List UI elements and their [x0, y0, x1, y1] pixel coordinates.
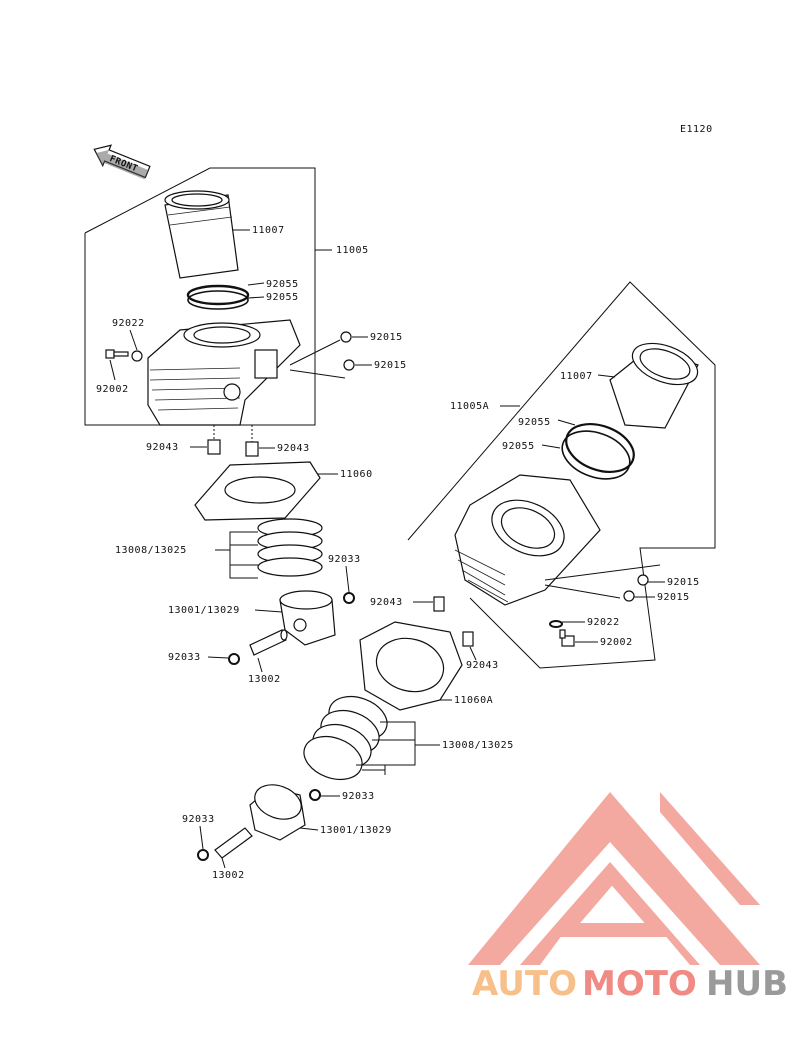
circlip-top-l: [228, 653, 240, 665]
dowel-bot-r: [462, 631, 474, 647]
cylinder-block-bot: [454, 474, 601, 606]
circlip-bot-l: [197, 849, 209, 861]
label-92033-top-l: 92033: [168, 652, 201, 663]
circlip-bot-r: [309, 789, 321, 801]
watermark-text: AUTO MOTO HUB: [472, 964, 788, 1004]
label-92055-top-a: 92055: [266, 279, 299, 290]
piston-top: [279, 590, 336, 646]
piston-rings-bot: [303, 695, 388, 781]
piston-rings-top: [257, 518, 323, 577]
dowel-top-l: [207, 439, 221, 455]
label-92043-bot-l: 92043: [370, 597, 403, 608]
head-gasket-bot: [359, 621, 463, 711]
watermark-auto: AUTO: [472, 964, 577, 1004]
label-13001-bot: 13001/13029: [320, 825, 392, 836]
label-92015-top-b: 92015: [374, 360, 407, 371]
label-92055-bot-a: 92055: [518, 417, 551, 428]
piston-bot: [249, 784, 306, 841]
label-11007-bot: 11007: [560, 371, 593, 382]
front-arrow-icon: FRONT: [93, 144, 151, 180]
piston-pin-bot: [214, 827, 253, 859]
piston-pin-top: [249, 629, 288, 656]
label-92002-bot: 92002: [600, 637, 633, 648]
label-11007-top: 11007: [252, 225, 285, 236]
cylinder-liner-bot: [609, 342, 699, 429]
bolt-top: [105, 349, 129, 359]
diagram-code: E1120: [680, 124, 713, 135]
head-gasket-top: [194, 461, 321, 521]
label-92033-bot-l: 92033: [182, 814, 215, 825]
label-92043-bot-r: 92043: [466, 660, 499, 671]
dowel-top-r: [245, 441, 259, 457]
label-92033-bot-r: 92033: [342, 791, 375, 802]
label-13002-bot: 13002: [212, 870, 245, 881]
o-rings-bot: [561, 423, 635, 480]
watermark-logo-icon: [468, 792, 760, 965]
watermark-hub: HUB: [706, 964, 788, 1004]
cylinder-block-top: [147, 319, 301, 426]
label-92002-top: 92002: [96, 384, 129, 395]
nut-top-a: [340, 331, 352, 343]
bolt-bot: [559, 629, 575, 647]
label-11005: 11005: [336, 245, 369, 256]
label-13001-top: 13001/13029: [168, 605, 240, 616]
label-13008-top: 13008/13025: [115, 545, 187, 556]
label-11005a: 11005A: [450, 401, 489, 412]
stud-bot: [549, 620, 563, 628]
label-92043-top-r: 92043: [277, 443, 310, 454]
label-92043-top-l: 92043: [146, 442, 179, 453]
label-92033-top-r: 92033: [328, 554, 361, 565]
dowel-bot-l: [433, 596, 445, 612]
label-92055-bot-b: 92055: [502, 441, 535, 452]
assy-frame-bot: [407, 281, 716, 669]
o-rings-top: [186, 284, 250, 310]
label-92015-top-a: 92015: [370, 332, 403, 343]
label-92022-bot: 92022: [587, 617, 620, 628]
label-92022-top: 92022: [112, 318, 145, 329]
label-13002-top: 13002: [248, 674, 281, 685]
circlip-top-r: [343, 592, 355, 604]
watermark-moto: MOTO: [582, 964, 697, 1004]
nut-bot-a: [637, 574, 649, 586]
stud-top: [131, 350, 143, 362]
cylinder-liner-top: [164, 190, 239, 279]
nut-top-b: [343, 359, 355, 371]
label-11060a: 11060A: [454, 695, 493, 706]
label-92015-bot-a: 92015: [667, 577, 700, 588]
nut-bot-b: [623, 590, 635, 602]
label-13008-bot: 13008/13025: [442, 740, 514, 751]
label-11060: 11060: [340, 469, 373, 480]
assy-frame-top: [84, 167, 316, 426]
label-92055-top-b: 92055: [266, 292, 299, 303]
label-92015-bot-b: 92015: [657, 592, 690, 603]
